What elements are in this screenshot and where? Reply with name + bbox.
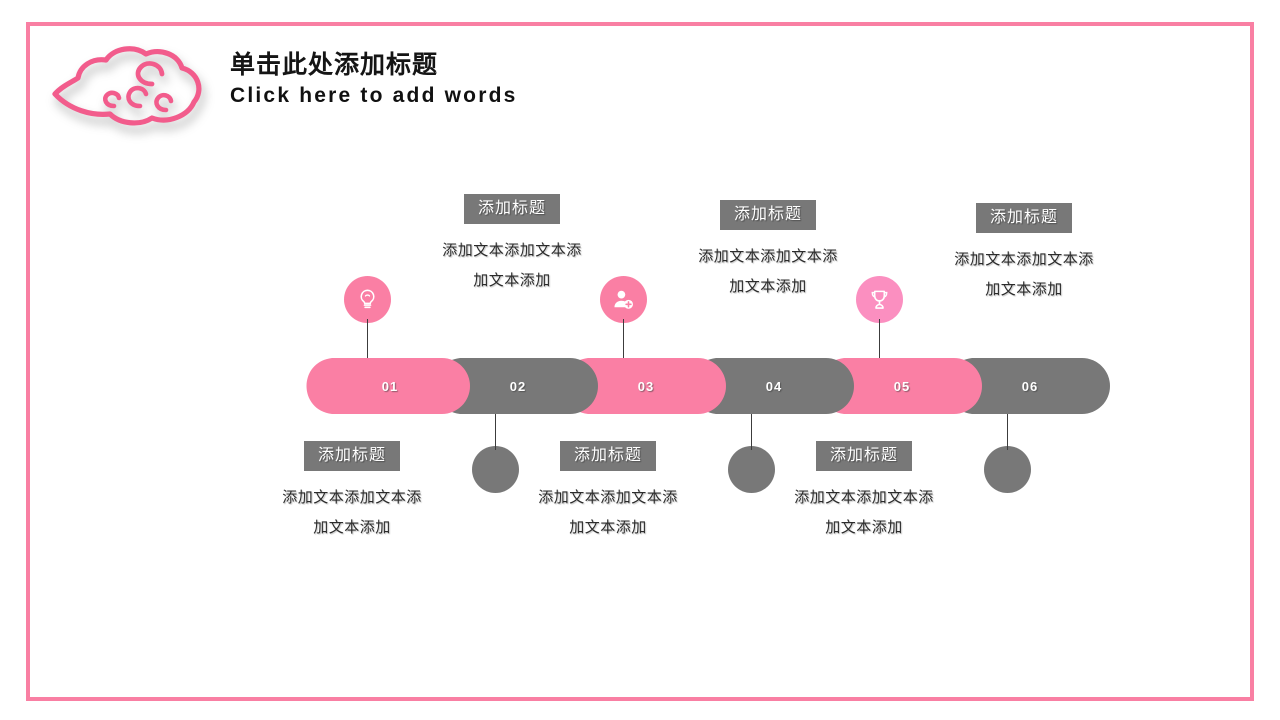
timeline-body: 添加文本添加文本添加文本添加 — [538, 489, 678, 536]
timeline-text-block-05: 添加标题 添加文本添加文本添加文本添加 — [909, 203, 1139, 305]
connector-line-01 — [367, 318, 369, 362]
lightbulb-icon — [355, 287, 380, 312]
timeline-body: 添加文本添加文本添加文本添加 — [442, 242, 582, 289]
connector-line-05 — [879, 318, 881, 362]
chinese-cloud-logo — [48, 46, 208, 128]
title-block: 单击此处添加标题 Click here to add words — [230, 50, 560, 109]
timeline-text-block-01: 添加标题 添加文本添加文本添加文本添加 — [397, 194, 627, 296]
timeline-icon-circle-05[interactable] — [855, 275, 903, 323]
page-title-cn: 单击此处添加标题 — [230, 51, 439, 79]
timeline-plain-circle-02[interactable] — [471, 445, 519, 493]
timeline-text-block-06: 添加标题 添加文本添加文本添加文本添加 — [749, 441, 979, 543]
timeline-body: 添加文本添加文本添加文本添加 — [954, 251, 1094, 298]
timeline-plain-circle-04[interactable] — [727, 445, 775, 493]
timeline-body: 添加文本添加文本添加文本添加 — [698, 248, 838, 295]
timeline-heading: 添加标题 — [463, 194, 560, 224]
timeline-heading: 添加标题 — [975, 203, 1072, 233]
timeline-heading: 添加标题 — [559, 441, 656, 471]
page-title-en: Click here to add words — [230, 84, 518, 107]
connector-line-03 — [623, 318, 625, 362]
timeline-heading: 添加标题 — [815, 441, 912, 471]
timeline-icon-circle-01[interactable] — [343, 275, 391, 323]
trophy-icon — [867, 287, 892, 312]
add-user-icon — [611, 287, 636, 312]
timeline-pill-01[interactable]: 01 — [292, 358, 470, 414]
connector-line-04 — [751, 408, 753, 450]
connector-line-06 — [1007, 408, 1009, 450]
timeline-icon-circle-03[interactable] — [599, 275, 647, 323]
timeline-heading: 添加标题 — [303, 441, 400, 471]
timeline-text-block-02: 添加标题 添加文本添加文本添加文本添加 — [237, 441, 467, 543]
timeline-text-block-04: 添加标题 添加文本添加文本添加文本添加 — [493, 441, 723, 543]
slide-header: 单击此处添加标题 Click here to add words — [48, 44, 568, 136]
timeline-body: 添加文本添加文本添加文本添加 — [794, 489, 934, 536]
timeline-text-block-03: 添加标题 添加文本添加文本添加文本添加 — [653, 200, 883, 302]
timeline-pill-row: 06 05 04 03 02 01 — [0, 358, 1280, 414]
timeline-plain-circle-06[interactable] — [983, 445, 1031, 493]
timeline-body: 添加文本添加文本添加文本添加 — [282, 489, 422, 536]
connector-line-02 — [495, 408, 497, 450]
timeline-heading: 添加标题 — [719, 200, 816, 230]
